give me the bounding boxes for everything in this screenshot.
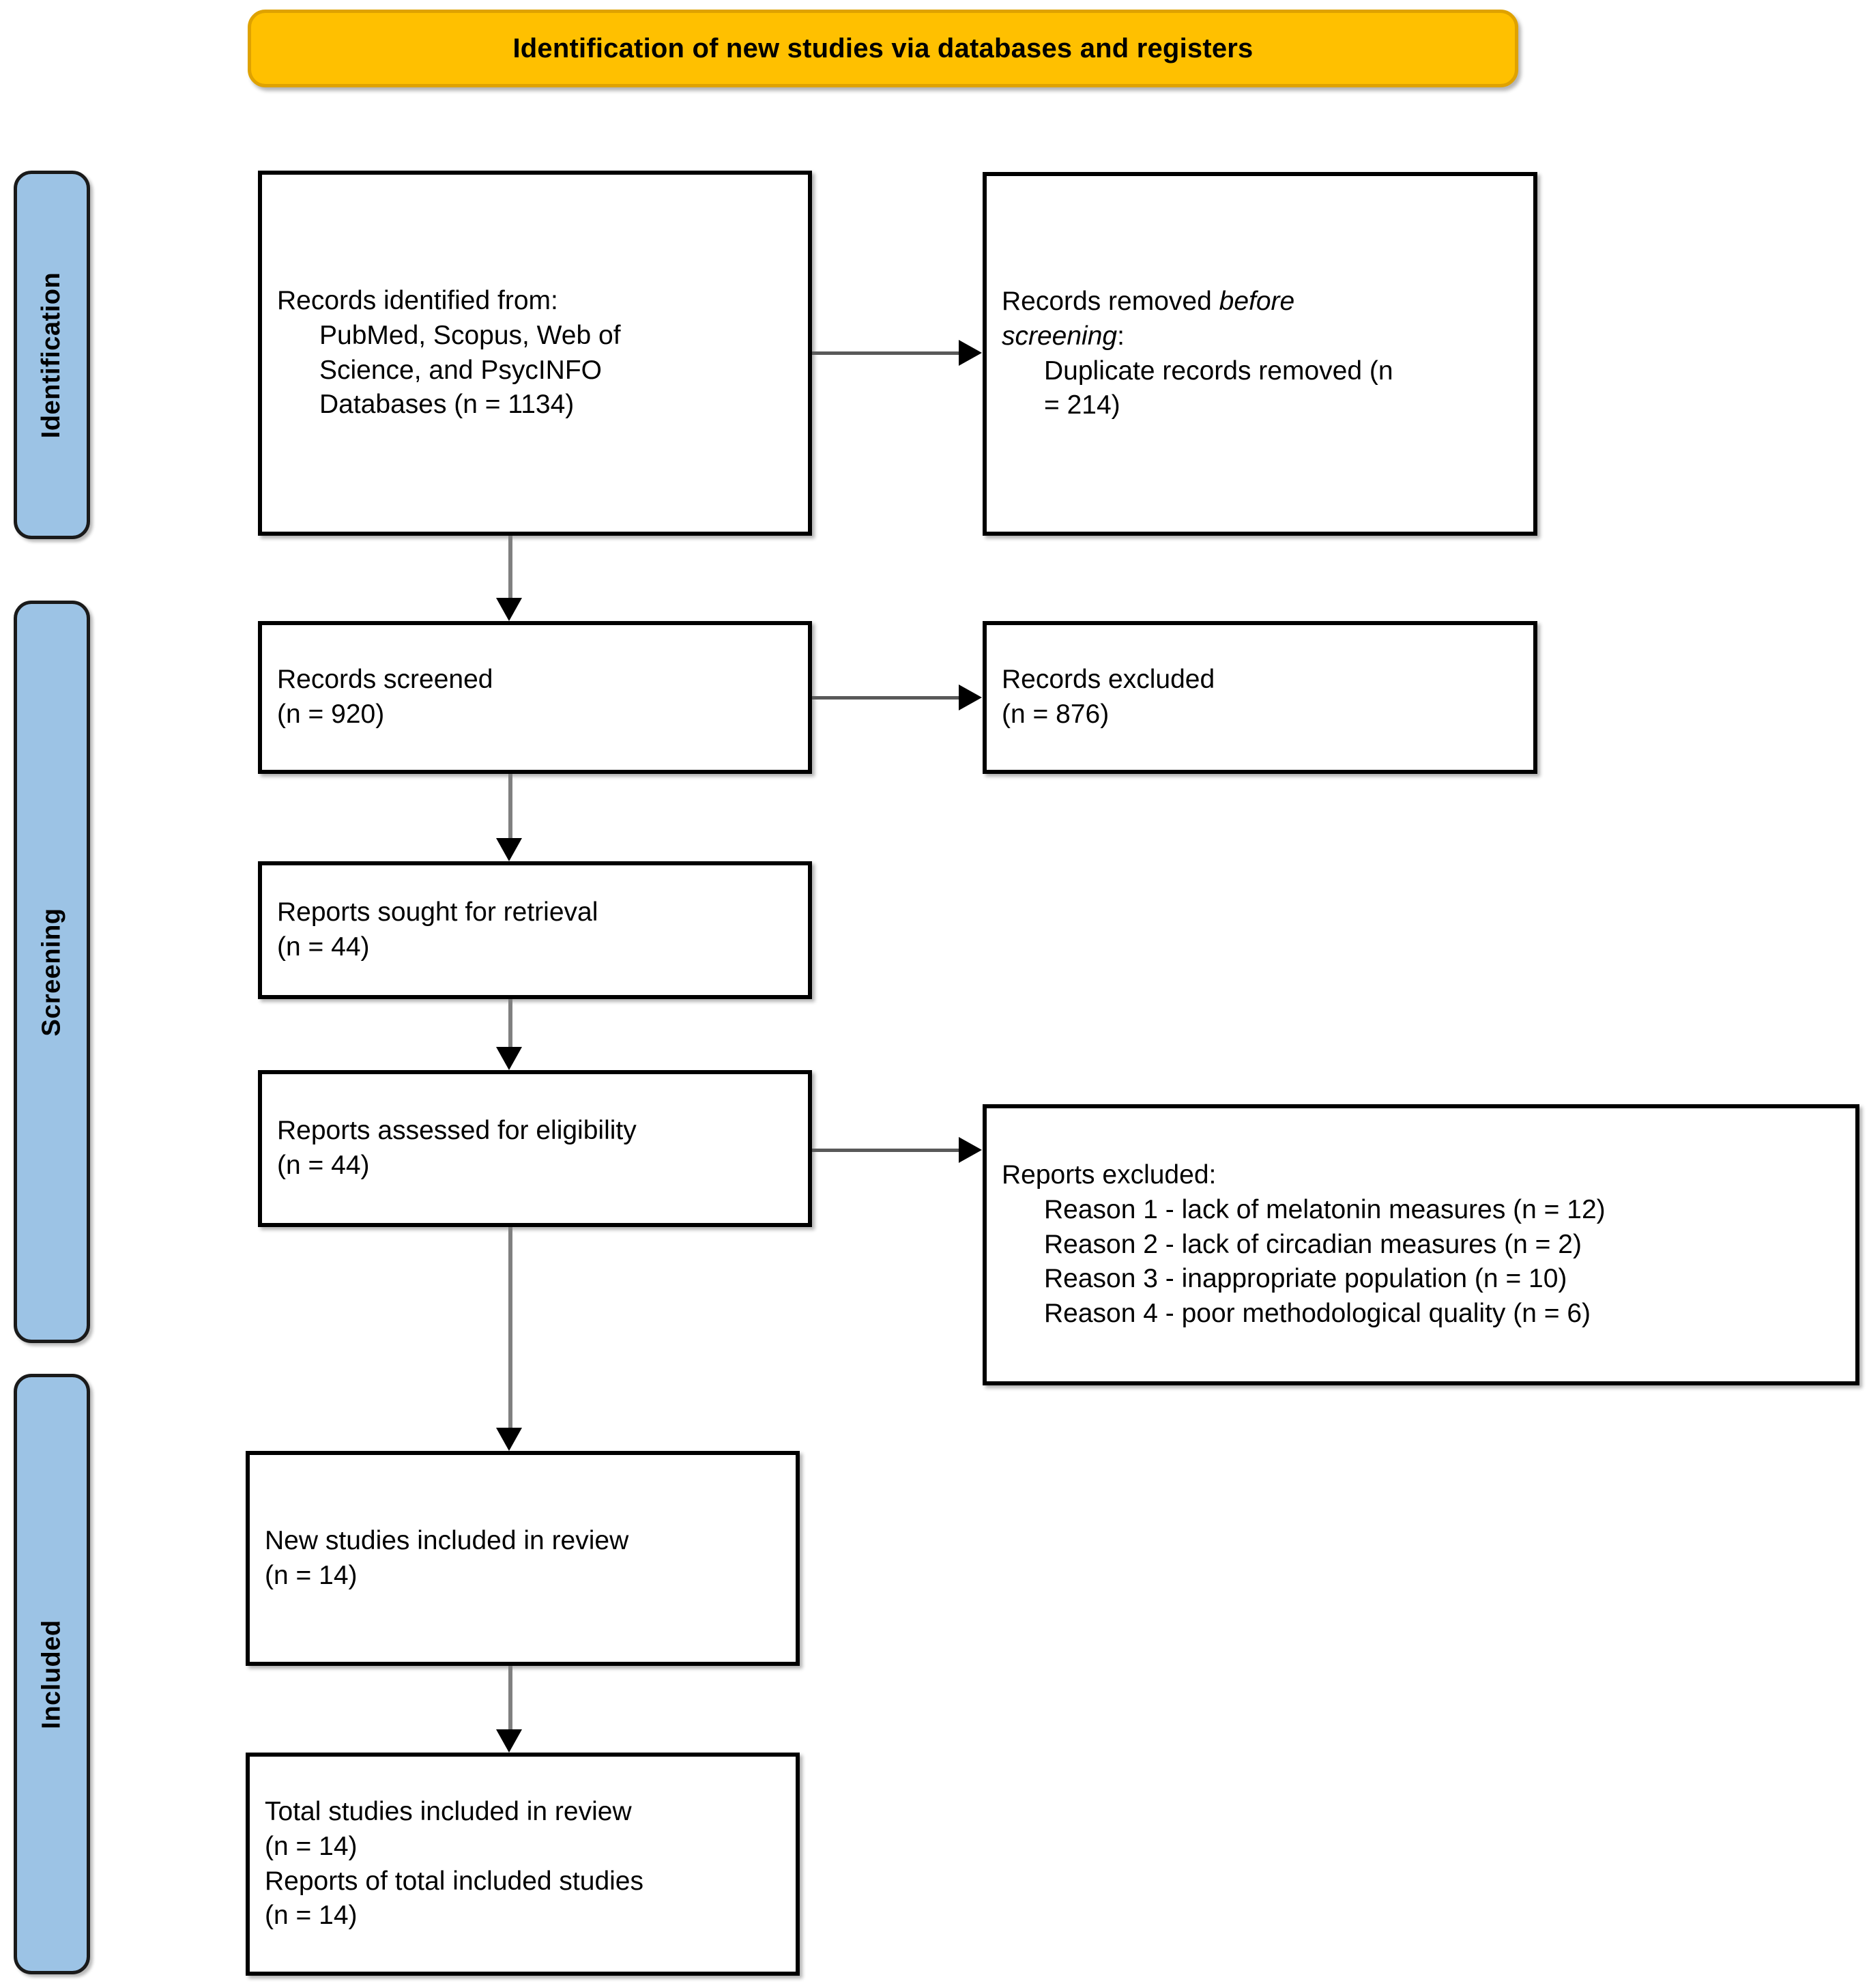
arrow-head-down-icon	[496, 1729, 522, 1753]
connector-identified-to-removed	[812, 351, 959, 355]
node-line: Duplicate records removed (n	[1044, 356, 1393, 386]
connector-sought-to-assessed	[508, 999, 512, 1047]
node-reports-sought-for-retrieval: Reports sought for retrieval (n = 44)	[258, 861, 812, 999]
stage-tab-identification: Identification	[14, 171, 90, 539]
node-line: Reports excluded:	[1002, 1160, 1217, 1190]
node-line: Science, and PsycINFO	[319, 355, 602, 385]
exclusion-reason-3: Reason 3 - inappropriate population (n =…	[1044, 1264, 1567, 1294]
stage-tab-screening: Screening	[14, 601, 90, 1343]
node-line-emphasis: before	[1219, 287, 1295, 317]
node-line: (n = 14)	[265, 1560, 358, 1590]
stage-tab-included-label: Included	[37, 1619, 66, 1729]
node-line-text: Records removed	[1002, 287, 1219, 317]
connector-assessed-to-reports-excluded	[812, 1149, 959, 1152]
node-reports-excluded: Reports excluded: Reason 1 - lack of mel…	[983, 1104, 1859, 1385]
stage-tab-identification-label: Identification	[37, 272, 66, 438]
arrow-head-down-icon	[496, 598, 522, 621]
node-line: (n = 14)	[265, 1831, 358, 1861]
node-line: PubMed, Scopus, Web of	[319, 320, 621, 350]
page-title: Identification of new studies via databa…	[512, 33, 1254, 63]
exclusion-reason-1: Reason 1 - lack of melatonin measures (n…	[1044, 1194, 1606, 1224]
connector-screened-to-sought	[508, 774, 512, 838]
arrow-head-down-icon	[496, 1047, 522, 1070]
node-new-studies-included: New studies included in review (n = 14)	[246, 1451, 800, 1666]
node-line-emphasis: screening	[1002, 321, 1118, 351]
node-line: Records excluded	[1002, 665, 1215, 695]
node-line: Records removed before	[1002, 285, 1518, 319]
node-line: Reports of total included studies	[265, 1866, 643, 1896]
connector-new-studies-to-total	[508, 1666, 512, 1729]
node-reports-assessed-for-eligibility: Reports assessed for eligibility (n = 44…	[258, 1070, 812, 1227]
node-total-studies-included: Total studies included in review (n = 14…	[246, 1753, 800, 1976]
node-records-excluded: Records excluded (n = 876)	[983, 621, 1537, 774]
stage-tab-screening-label: Screening	[37, 907, 66, 1037]
stage-tab-included: Included	[14, 1374, 90, 1974]
node-line: (n = 44)	[277, 1151, 370, 1180]
connector-assessed-to-new-studies	[508, 1227, 512, 1428]
node-line: Records identified from:	[277, 286, 558, 316]
node-line: screening:	[1002, 319, 1518, 354]
node-records-removed-before-screening: Records removed before screening: Duplic…	[983, 172, 1537, 536]
arrow-head-right-icon	[959, 340, 982, 366]
arrow-head-down-icon	[496, 1428, 522, 1451]
node-line: (n = 14)	[265, 1901, 358, 1931]
node-line: Records screened	[277, 665, 493, 695]
node-line: = 214)	[1044, 390, 1120, 420]
exclusion-reason-2: Reason 2 - lack of circadian measures (n…	[1044, 1229, 1582, 1259]
exclusion-reason-4: Reason 4 - poor methodological quality (…	[1044, 1299, 1591, 1329]
diagram-header-banner: Identification of new studies via databa…	[248, 10, 1518, 87]
node-line: (n = 876)	[1002, 700, 1110, 729]
arrow-head-down-icon	[496, 838, 522, 861]
connector-screened-to-excluded	[812, 696, 959, 700]
node-line: Reports sought for retrieval	[277, 897, 598, 927]
arrow-head-right-icon	[959, 685, 982, 710]
node-line: (n = 44)	[277, 932, 370, 962]
node-line: Reports assessed for eligibility	[277, 1116, 637, 1146]
node-line: Total studies included in review	[265, 1797, 632, 1827]
node-records-screened: Records screened (n = 920)	[258, 621, 812, 774]
node-line: New studies included in review	[265, 1525, 629, 1555]
arrow-head-right-icon	[959, 1137, 982, 1163]
node-line-text: :	[1117, 321, 1125, 351]
node-line: Databases (n = 1134)	[319, 390, 575, 420]
node-records-identified: Records identified from: PubMed, Scopus,…	[258, 171, 812, 536]
node-line: (n = 920)	[277, 700, 385, 729]
connector-identified-to-screened	[508, 536, 512, 604]
